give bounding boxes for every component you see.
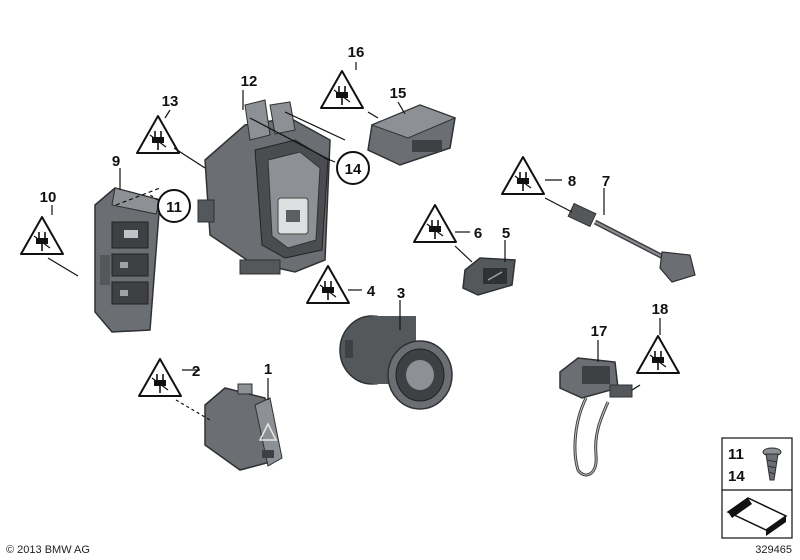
esd-warning-icon <box>138 358 182 397</box>
legend-number-bottom: 14 <box>728 468 745 485</box>
esd-warning-icon <box>306 265 350 304</box>
callout-18: 18 <box>652 301 669 318</box>
legend-box: 11 14 <box>721 437 793 539</box>
callout-1: 1 <box>264 361 272 378</box>
callout-7: 7 <box>602 173 610 190</box>
module-part-15 <box>367 104 457 166</box>
callout-16: 16 <box>348 44 365 61</box>
callout-5: 5 <box>502 225 510 242</box>
callout-11: 11 <box>166 199 182 216</box>
callout-3: 3 <box>397 285 405 302</box>
hazard-switch-part-1 <box>204 383 283 471</box>
callout-2: 2 <box>192 363 200 380</box>
callout-4: 4 <box>367 283 376 300</box>
esd-warning-icon <box>320 70 364 109</box>
callout-circle-14 <box>336 151 370 185</box>
callout-12: 12 <box>241 73 258 90</box>
callout-10: 10 <box>40 189 57 206</box>
legend-number-top: 11 <box>728 446 744 463</box>
switch-block-part-9 <box>94 187 161 333</box>
cable-part-7 <box>567 202 696 283</box>
esd-warning-icon <box>501 156 545 195</box>
callout-15: 15 <box>390 85 407 102</box>
leader-lines <box>47 62 661 421</box>
callout-14: 14 <box>345 161 362 178</box>
hazard-triangle-icon <box>258 422 278 441</box>
callout-circle-11 <box>157 189 191 223</box>
esd-warning-icon <box>20 216 64 255</box>
diagram-number: 329465 <box>755 544 792 556</box>
callout-8: 8 <box>568 173 576 190</box>
ignition-switch-part-3 <box>339 315 453 410</box>
esd-warning-icon <box>136 115 180 154</box>
esd-warning-icon <box>413 204 457 243</box>
callout-9: 9 <box>112 153 120 170</box>
housing-part-12 <box>197 99 331 275</box>
esd-warning-icon <box>636 335 680 374</box>
switch-part-5 <box>462 257 516 296</box>
callout-13: 13 <box>162 93 179 110</box>
screw-icon <box>762 447 782 481</box>
copyright-text: © 2013 BMW AG <box>6 544 90 556</box>
plug-connector-icon <box>726 497 788 536</box>
callout-17: 17 <box>591 323 608 340</box>
switch-part-17 <box>559 357 633 477</box>
callout-6: 6 <box>474 225 482 242</box>
